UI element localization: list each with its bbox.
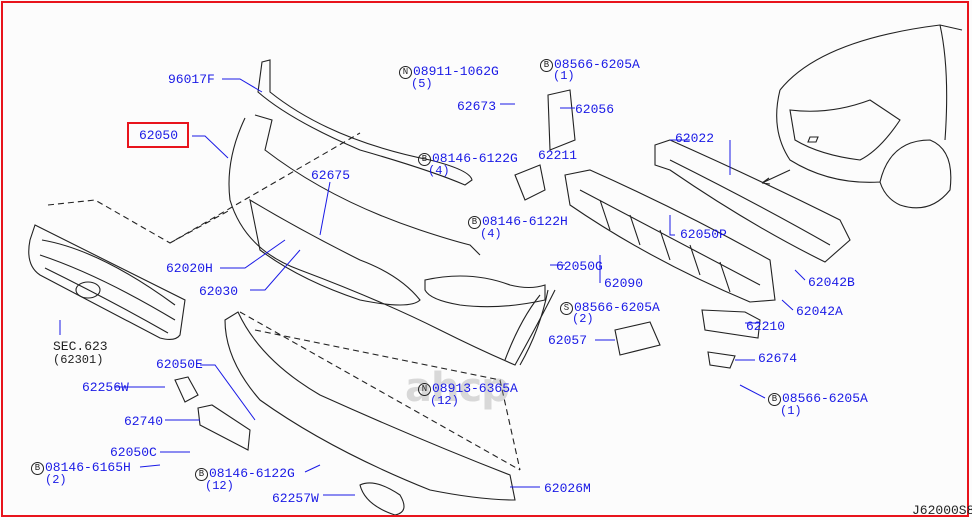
plate-62740: [197, 404, 251, 451]
bracket-62674: [707, 351, 736, 369]
part-number: 08566-6205A: [574, 300, 660, 315]
leader-lines: [59, 78, 806, 496]
part-number: 08566-6205A: [554, 57, 640, 72]
part-label-62020H[interactable]: 62020H: [166, 261, 213, 276]
part-label-62740[interactable]: 62740: [124, 414, 164, 429]
part-label-62675[interactable]: 62675: [311, 168, 351, 183]
part-label-62211[interactable]: 62211: [538, 148, 578, 163]
part-qty: (4): [428, 164, 450, 178]
part-qty: (5): [411, 77, 433, 91]
bracket-62056: [547, 89, 576, 151]
bolt-symbol-icon: B: [468, 216, 481, 229]
part-label-62257W[interactable]: 62257W: [272, 491, 319, 506]
front-bumper-fascia-62050: [228, 114, 556, 366]
part-label-62030[interactable]: 62030: [199, 284, 239, 299]
screw-symbol-icon: S: [560, 302, 573, 315]
lower-panel-62026M: [224, 311, 521, 501]
part-number: 08146-6122H: [482, 214, 568, 229]
cover-62256W: [174, 376, 199, 403]
part-number: 08146-6122G: [209, 466, 295, 481]
part-qty: (12): [430, 394, 459, 408]
part-label-62210[interactable]: 62210: [746, 319, 786, 334]
energy-absorber-62090: [564, 169, 776, 303]
part-number: 08566-6205A: [782, 391, 868, 406]
part-label-62042B[interactable]: 62042B: [808, 275, 855, 290]
part-label-62050C[interactable]: 62050C: [110, 445, 157, 460]
bolt-symbol-icon: B: [768, 393, 781, 406]
bolt-symbol-icon: B: [418, 153, 431, 166]
section-ref-label[interactable]: SEC.623: [53, 339, 108, 354]
part-label-62050E[interactable]: 62050E: [156, 357, 203, 372]
part-label-62256W[interactable]: 62256W: [82, 380, 129, 395]
part-number: 08146-6165H: [45, 460, 131, 475]
section-ref-number: (62301): [53, 353, 104, 367]
bolt-symbol-icon: B: [31, 462, 44, 475]
molding-strip-96017F: [257, 59, 473, 186]
part-qty: (2): [572, 312, 594, 326]
bolt-symbol-icon: B: [195, 468, 208, 481]
bolt-symbol-icon: B: [540, 59, 553, 72]
part-label-62057[interactable]: 62057: [548, 333, 588, 348]
part-qty: (2): [45, 473, 67, 487]
part-label-62090[interactable]: 62090: [604, 276, 644, 291]
nut-symbol-icon: N: [399, 66, 412, 79]
grille-sec-623: [28, 224, 186, 341]
dashed-guide: [47, 132, 361, 244]
part-qty: (12): [205, 479, 234, 493]
part-number: 08913-6365A: [432, 381, 518, 396]
spacer-62210: [701, 309, 761, 339]
cover-62257W: [359, 482, 405, 516]
part-label-62673[interactable]: 62673: [457, 99, 497, 114]
part-number: 08146-6122G: [432, 151, 518, 166]
part-label-62050P[interactable]: 62050P: [680, 227, 727, 242]
part-label-62050[interactable]: 62050: [139, 128, 179, 143]
bracket-62211: [514, 164, 546, 201]
part-label-96017F[interactable]: 96017F: [168, 72, 215, 87]
highlighted-part-box: [127, 122, 189, 148]
part-label-62026M[interactable]: 62026M: [544, 481, 591, 496]
drawing-code: J62000S8: [912, 503, 972, 518]
nut-symbol-icon: N: [418, 383, 431, 396]
part-label-62674[interactable]: 62674: [758, 351, 798, 366]
part-qty: (1): [553, 69, 575, 83]
part-label-62042A[interactable]: 62042A: [796, 304, 843, 319]
bracket-62057: [614, 321, 661, 356]
bumper-beam-62022: [654, 139, 851, 263]
part-qty: (1): [780, 404, 802, 418]
part-label-62056[interactable]: 62056: [575, 102, 615, 117]
part-number: 08911-1062G: [413, 64, 499, 79]
part-label-62022[interactable]: 62022: [675, 131, 715, 146]
part-label-62050G[interactable]: 62050G: [556, 259, 603, 274]
part-qty: (4): [480, 227, 502, 241]
